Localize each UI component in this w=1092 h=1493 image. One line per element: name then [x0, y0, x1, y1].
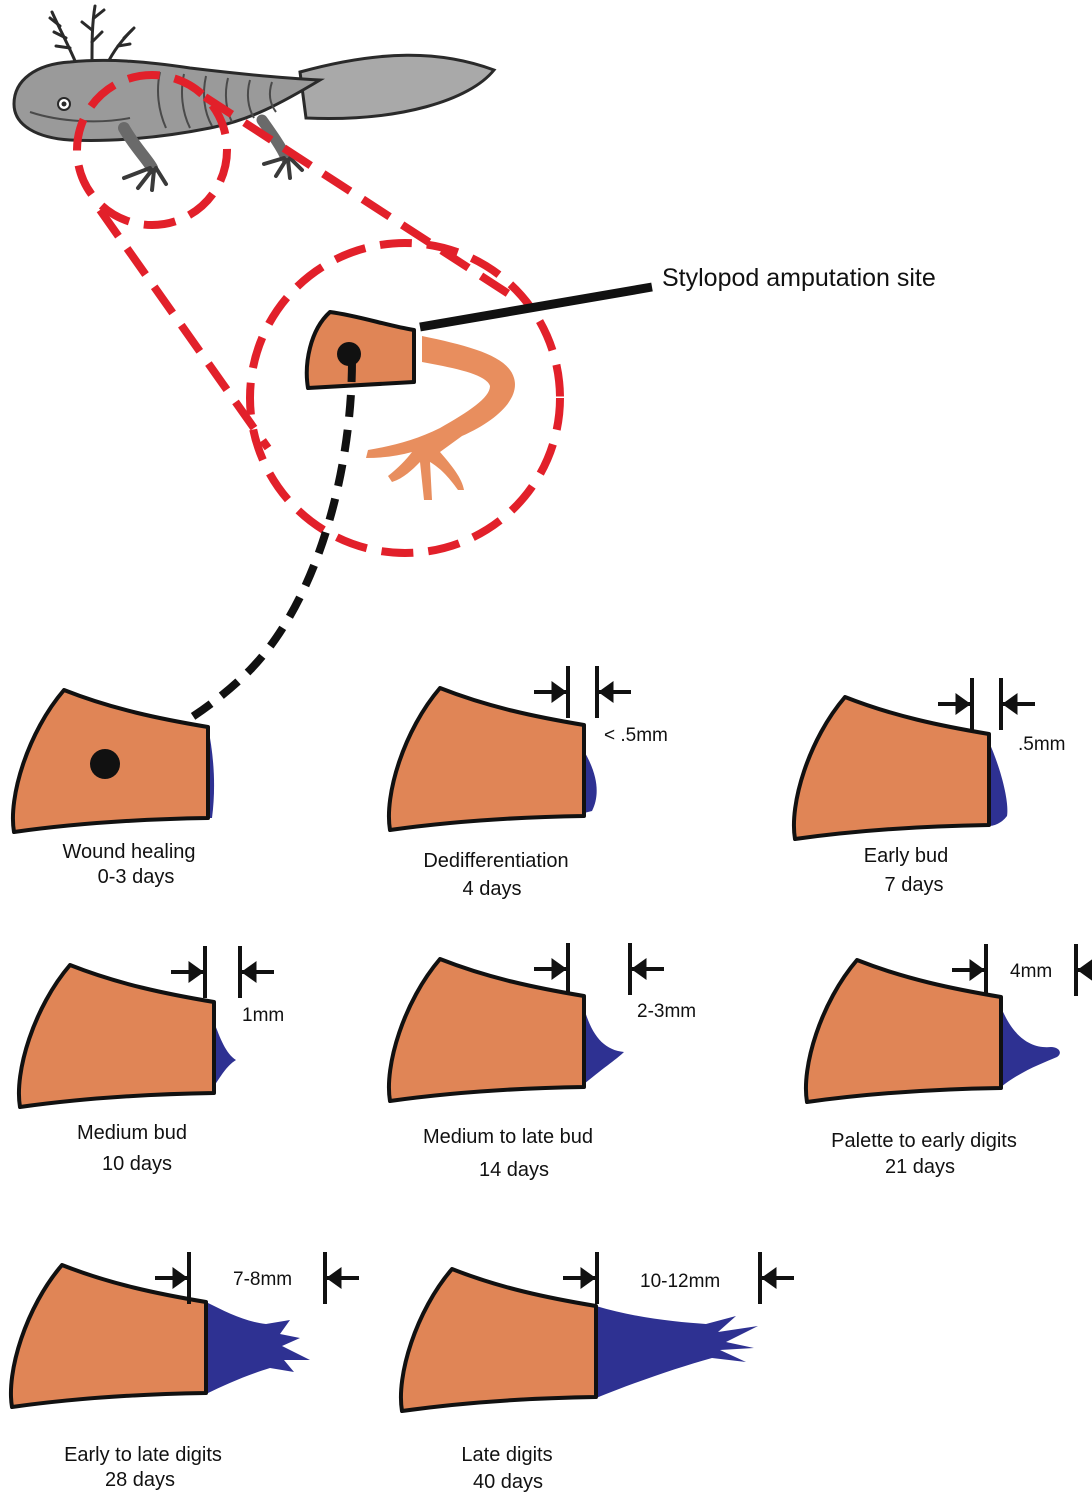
limb-stump [794, 697, 989, 839]
large-zoom-circle [250, 243, 560, 553]
limb-stump [19, 965, 214, 1107]
stage-name: Medium bud [77, 1122, 187, 1144]
arrow-right-icon [956, 694, 970, 714]
stage-measure: 1mm [242, 1005, 284, 1026]
blastema [206, 1302, 310, 1394]
arrow-right-icon [189, 962, 203, 982]
stage-name: Late digits [461, 1444, 552, 1466]
limb-stump [401, 1269, 596, 1411]
arrow-right-icon [552, 682, 566, 702]
limb-stump [389, 959, 584, 1101]
stage-panel [389, 943, 664, 1101]
arrow-left-icon [762, 1268, 776, 1288]
measure-bracket [534, 943, 664, 995]
arrow-left-icon [1078, 960, 1092, 980]
arrow-right-icon [552, 959, 566, 979]
stage-time: 10 days [102, 1153, 172, 1175]
stage-time: 40 days [473, 1471, 543, 1493]
arrow-right-icon [173, 1268, 187, 1288]
arrow-right-icon [581, 1268, 595, 1288]
arrow-left-icon [632, 959, 646, 979]
stage-measure: 7-8mm [233, 1269, 292, 1290]
arrow-left-icon [599, 682, 613, 702]
stage-time: 14 days [479, 1159, 549, 1181]
stage-measure: 4mm [1010, 961, 1052, 982]
stage-name: Early to late digits [64, 1444, 222, 1466]
stage-name: Dedifferentiation [423, 850, 568, 872]
stage-measure: 2-3mm [637, 1001, 696, 1022]
stage-measure: 10-12mm [640, 1271, 720, 1292]
limb-stump [11, 1265, 206, 1407]
measure-bracket [171, 946, 274, 998]
stage-name: Wound healing [62, 841, 195, 863]
measure-bracket [534, 666, 631, 718]
stage-time: 28 days [105, 1469, 175, 1491]
stage-panel [389, 666, 631, 830]
stage-panels [11, 666, 1092, 1411]
arrow-right-icon [970, 960, 984, 980]
blastema [584, 1008, 624, 1084]
stage-time: 4 days [463, 878, 522, 900]
stage-measure: .5mm [1018, 734, 1066, 755]
blastema [596, 1306, 758, 1398]
zoom-connector-upper [205, 97, 515, 298]
stage-name: Medium to late bud [423, 1126, 593, 1148]
stage-time: 21 days [885, 1156, 955, 1178]
blastema [214, 1022, 236, 1086]
tracking-dashed-line [106, 360, 352, 762]
zoom-connector-lower [100, 210, 268, 448]
stage-panel [11, 1252, 359, 1407]
stage-measure: < .5mm [604, 725, 668, 746]
stage-panel [794, 678, 1035, 839]
limb-stump [389, 688, 584, 830]
blastema [1001, 1007, 1060, 1087]
stage-time: 7 days [885, 874, 944, 896]
arrow-left-icon [1003, 694, 1017, 714]
stage-time: 0-3 days [98, 866, 175, 888]
stage-panel [401, 1252, 794, 1411]
arrow-left-icon [327, 1268, 341, 1288]
stage-panel [19, 946, 274, 1107]
axolotl-illustration [14, 6, 494, 190]
measure-bracket [938, 678, 1035, 730]
stage-name: Early bud [864, 845, 949, 867]
tracking-dot [90, 749, 120, 779]
amputation-site-pointer [420, 287, 652, 327]
amputation-site-label: Stylopod amputation site [662, 264, 936, 292]
blastema [989, 742, 1007, 826]
stage-name: Palette to early digits [831, 1130, 1017, 1152]
arrow-left-icon [242, 962, 256, 982]
stage-panel [13, 690, 214, 832]
limb-stump [806, 960, 1001, 1102]
